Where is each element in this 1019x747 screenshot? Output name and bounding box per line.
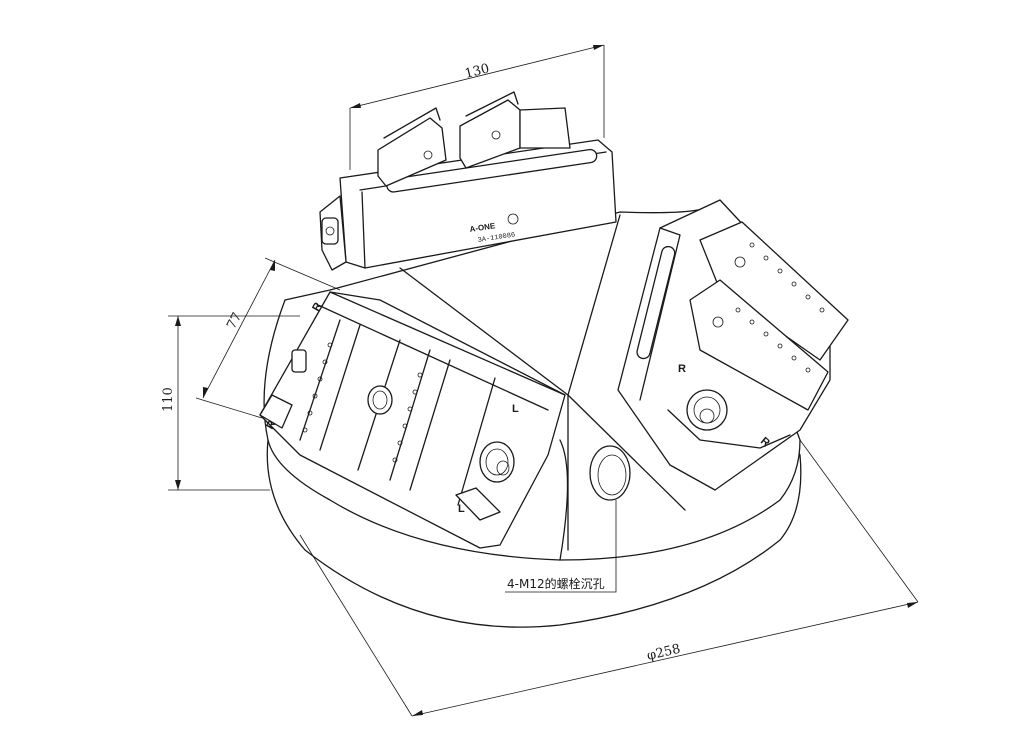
vise-right-jaw-hole	[734, 256, 746, 268]
vise-top-jaw-left-hole	[423, 150, 433, 160]
vise-left-top-edge	[329, 291, 566, 396]
vise-left-screw-2	[479, 441, 515, 483]
vise-top-jaw-block	[519, 107, 571, 149]
vise-right-serrations	[735, 242, 825, 373]
vise-left-rail-2	[319, 324, 361, 451]
dim-258	[299, 439, 919, 717]
dim-110	[168, 315, 300, 491]
vise-left-end-b	[455, 487, 501, 521]
vise-top-knob	[321, 217, 339, 245]
vise-left-end-a	[259, 394, 293, 429]
vise-top-jaw-left-step	[383, 107, 441, 139]
vise-top: A-ONE 3A-110086	[319, 91, 617, 271]
vise-left-body	[259, 291, 566, 549]
vise-right-side-edge	[639, 227, 681, 401]
vise-right-jaw-hole-2	[712, 316, 724, 328]
vise-right-screw	[686, 389, 728, 431]
vise-top-face-bottom	[361, 191, 366, 269]
vise-right-jaw-lower	[689, 279, 829, 411]
vise-left-rail-1	[299, 319, 341, 441]
vise-right-slot	[636, 245, 676, 360]
vise-left-inner-edge	[317, 304, 549, 411]
top-ridge-left	[399, 267, 569, 396]
vise-top-jaw-right-step	[465, 91, 519, 117]
vise-top-jaw-right-hole	[491, 130, 501, 140]
vise-top-slot	[386, 148, 598, 193]
vise-left-serrations	[302, 342, 423, 463]
vise-left-knob	[291, 349, 307, 373]
vise-right: R R	[617, 199, 849, 491]
vise-top-knob-center	[325, 226, 335, 236]
dim-110-label: 110	[161, 387, 176, 412]
dim-77	[195, 257, 341, 419]
vise-right-mark-r: R	[678, 363, 686, 375]
vise-left-mark-l2: L	[458, 503, 465, 515]
dim-130-label: 130	[463, 61, 491, 82]
brand-logo-icon	[507, 213, 519, 225]
dim-77-label: 77	[224, 310, 245, 332]
vise-left-rail-5	[409, 359, 451, 491]
vise-left: R R L L	[259, 291, 566, 549]
top-ridge-diag	[567, 394, 686, 511]
dim-130	[349, 44, 605, 170]
dim-258-label: φ258	[646, 642, 682, 664]
vise-brand-label: A-ONE	[469, 221, 496, 234]
bolt-hole-inner	[597, 454, 627, 496]
bolt-hole	[589, 445, 631, 501]
vise-left-screw-1	[367, 385, 393, 415]
top-ridge-lower	[559, 439, 569, 561]
vise-left-mark-l: L	[512, 403, 519, 415]
top-ridge-right	[567, 214, 621, 396]
vise-left-rail-6	[457, 377, 496, 506]
hole-callout-text: 4-M12的螺栓沉孔	[507, 576, 605, 591]
vise-top-jaw-left	[377, 117, 447, 187]
vise-right-front-ledge	[667, 409, 791, 449]
hole-callout-leader	[505, 500, 617, 593]
